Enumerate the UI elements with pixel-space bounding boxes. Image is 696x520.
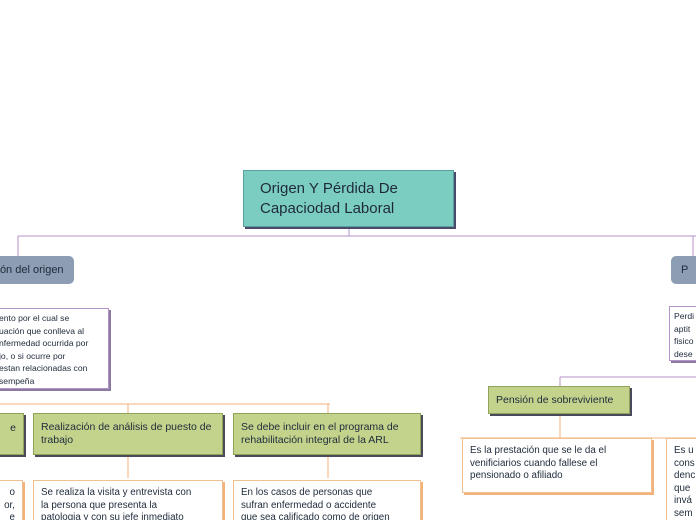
subtopic-label-rehabilitation: Se debe incluir en el programa de rehabi… xyxy=(241,421,399,446)
note-line: la persona que presenta la xyxy=(41,499,158,511)
note-origin-definition[interactable]: ento por el cual se uación que conlleva … xyxy=(0,308,109,389)
note-line: patologia y con su jefe inmediato xyxy=(41,512,184,520)
note-line: nfermedad ocurrida por xyxy=(0,338,89,349)
note-line: o xyxy=(9,487,15,498)
note-line: sempeña xyxy=(0,375,35,386)
note-line: fisico xyxy=(674,336,694,347)
topic-label-origin: ción del origen xyxy=(0,264,64,276)
topic-node-origin-determination[interactable]: ción del origen xyxy=(0,256,74,284)
note-line: que sea calificado como de origen xyxy=(241,512,390,520)
note-line: pensionado o afiliado xyxy=(470,470,563,481)
note-line: sem xyxy=(674,507,693,519)
topic-label-capacity-loss: P xyxy=(681,264,689,276)
subtopic-node-partial-left[interactable]: e xyxy=(0,413,24,455)
subtopic-node-survivor-pension[interactable]: Pensión de sobreviviente xyxy=(488,386,630,414)
note-line: uación que conlleva al xyxy=(0,325,85,336)
subtopic-label-survivor-pension: Pensión de sobreviviente xyxy=(496,394,614,406)
note-partial-right[interactable]: Es u cons denc que invá sem xyxy=(666,438,696,520)
note-line: ento por el cual se xyxy=(0,313,70,323)
note-line: Es la prestación que se le da el xyxy=(470,445,607,456)
note-line: denc xyxy=(674,470,696,481)
note-line: invá xyxy=(674,495,692,506)
note-line: Se realiza la visita y entrevista con xyxy=(41,487,192,498)
note-line: jo, o si ocurre por xyxy=(0,350,66,361)
note-line: En los casos de personas que xyxy=(241,487,373,498)
note-partial-left[interactable]: o or, e xyxy=(0,480,23,520)
subtopic-label-partial: e xyxy=(10,422,16,434)
subtopic-label-job-analysis: Realización de análisis de puesto de tra… xyxy=(41,421,212,446)
note-line: estan relacionadas con xyxy=(0,363,88,374)
note-line: sufran enfermedad o accidente xyxy=(241,499,377,511)
note-line: venificiarios cuando fallese el xyxy=(470,457,598,469)
central-topic-title-line-1: Origen Y Pérdida De xyxy=(260,180,398,197)
note-job-analysis[interactable]: Se realiza la visita y entrevista con la… xyxy=(33,480,223,520)
note-line: or, xyxy=(4,499,15,511)
note-line: dese xyxy=(674,348,693,359)
note-survivor-pension[interactable]: Es la prestación que se le da el venific… xyxy=(462,438,652,493)
subtopic-node-rehabilitation[interactable]: Se debe incluir en el programa de rehabi… xyxy=(233,413,421,455)
note-line: que xyxy=(674,482,691,494)
subtopic-node-job-analysis[interactable]: Realización de análisis de puesto de tra… xyxy=(33,413,223,455)
central-topic-title-line-2: Capaciodad Laboral xyxy=(260,200,395,217)
central-topic-node[interactable]: Origen Y Pérdida De Capaciodad Laboral xyxy=(243,170,454,227)
note-rehabilitation[interactable]: En los casos de personas que sufran enfe… xyxy=(233,480,421,520)
note-line: Es u xyxy=(674,445,694,456)
note-line: e xyxy=(9,512,15,520)
note-line: aptit xyxy=(674,323,691,334)
note-line: cons xyxy=(674,457,695,469)
note-line: Perdi xyxy=(674,311,695,321)
topic-node-capacity-loss[interactable]: P xyxy=(671,256,696,284)
note-capacity-loss-definition[interactable]: Perdi aptit fisico dese xyxy=(669,306,696,361)
